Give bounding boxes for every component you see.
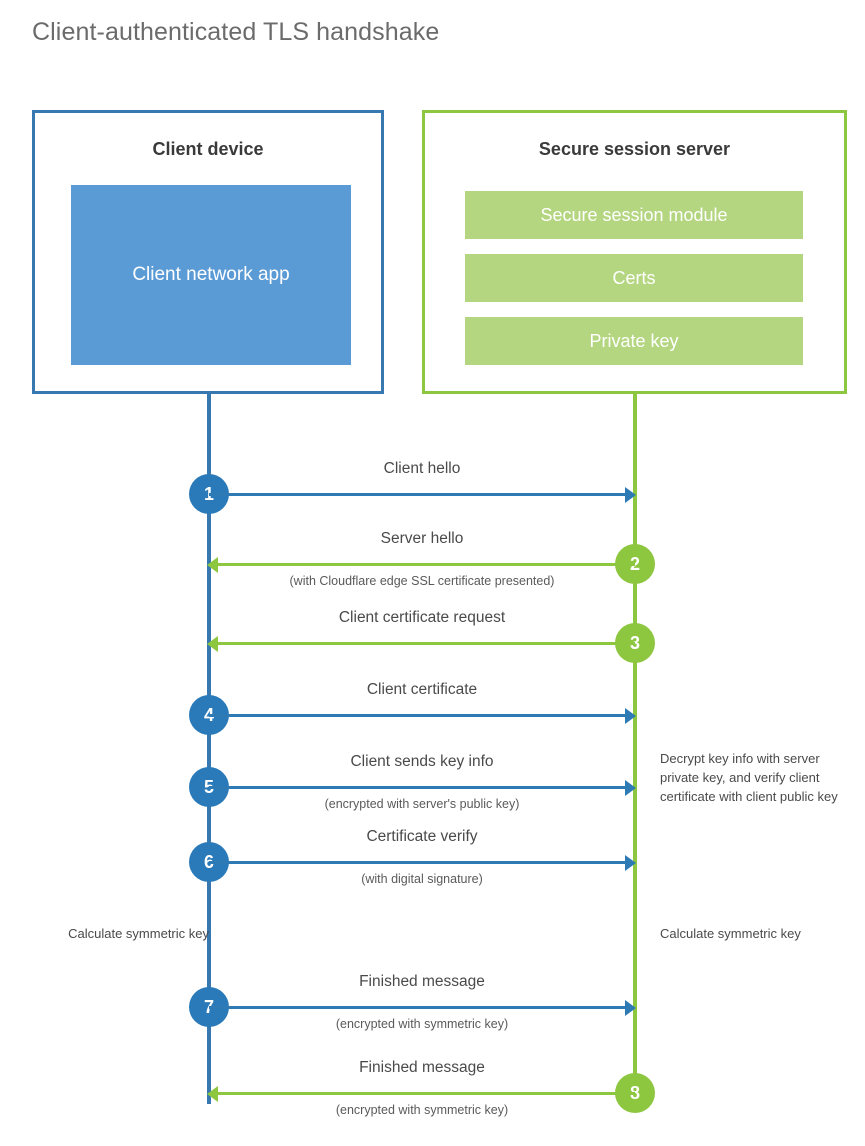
secure-session-server-title: Secure session server — [538, 139, 731, 159]
message-label-3: Client certificate request — [338, 609, 506, 626]
message-label-1: Client hello — [383, 460, 461, 477]
note-client-calculate-symmetric-key: Calculate symmetric key — [68, 926, 209, 941]
arrow-line-5 — [209, 786, 627, 789]
message-label-4: Client certificate — [366, 681, 478, 698]
secure-session-server-box: Secure session server Secure session mod… — [422, 110, 847, 394]
client-device-box: Client device Client network app — [32, 110, 384, 394]
arrow-line-4 — [209, 714, 627, 717]
arrow-head-icon-3 — [207, 636, 218, 652]
message-sublabel-6: (with digital signature) — [361, 872, 483, 886]
client-device-title: Client device — [152, 139, 264, 159]
note-server-calculate-symmetric-key: Calculate symmetric key — [660, 926, 801, 941]
arrow-line-3 — [218, 642, 635, 645]
arrow-line-6 — [209, 861, 627, 864]
server-lifeline — [633, 392, 637, 1094]
note-server-decrypt: Decrypt key info with server private key… — [660, 751, 838, 804]
arrow-head-icon-1 — [625, 487, 636, 503]
server-component-secure-session-module: Secure session module — [465, 191, 803, 239]
server-component-private-key: Private key — [465, 317, 803, 365]
message-label-2: Server hello — [380, 530, 464, 547]
client-network-app-block: Client network app — [71, 185, 351, 365]
arrow-line-2 — [218, 563, 635, 566]
arrow-head-icon-4 — [625, 708, 636, 724]
arrow-head-icon-5 — [625, 780, 636, 796]
page-title: Client-authenticated TLS handshake — [32, 18, 440, 46]
message-label-8: Finished message — [359, 1059, 485, 1076]
message-sublabel-2: (with Cloudflare edge SSL certificate pr… — [289, 574, 555, 588]
arrow-line-1 — [209, 493, 627, 496]
message-sublabel-7: (encrypted with symmetric key) — [335, 1017, 509, 1031]
message-label-6: Certificate verify — [366, 828, 478, 845]
server-component-certs: Certs — [465, 254, 803, 302]
message-sublabel-8: (encrypted with symmetric key) — [335, 1103, 509, 1117]
arrow-line-8 — [218, 1092, 635, 1095]
message-label-5: Client sends key info — [350, 753, 494, 770]
arrow-line-7 — [209, 1006, 627, 1009]
arrow-head-icon-8 — [207, 1086, 218, 1102]
message-sublabel-5: (encrypted with server's public key) — [324, 797, 520, 811]
arrow-head-icon-7 — [625, 1000, 636, 1016]
arrow-head-icon-2 — [207, 557, 218, 573]
message-label-7: Finished message — [359, 973, 485, 990]
arrow-head-icon-6 — [625, 855, 636, 871]
client-lifeline — [207, 392, 211, 1104]
